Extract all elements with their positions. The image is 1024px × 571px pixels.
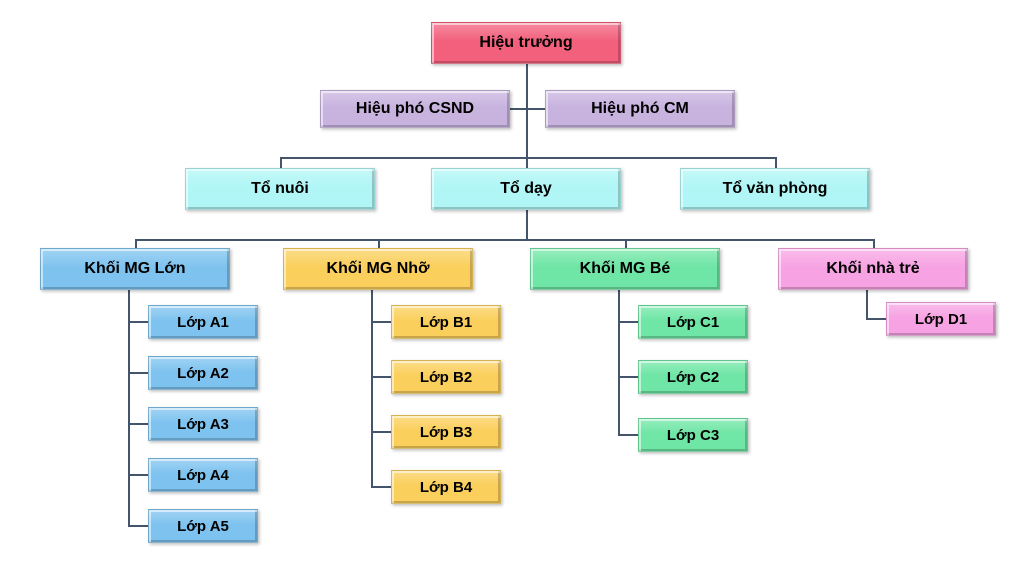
connector-line xyxy=(135,239,873,241)
node-lop-c2: Lớp C2 xyxy=(638,360,748,394)
connector-line xyxy=(618,290,620,435)
connector-line xyxy=(280,157,775,159)
connector-line xyxy=(128,321,148,323)
node-khoi-nha-tre: Khối nhà trẻ xyxy=(778,248,968,290)
node-lop-a2: Lớp A2 xyxy=(148,356,258,390)
connector-line xyxy=(371,321,391,323)
connector-line xyxy=(526,210,528,240)
connector-line xyxy=(618,321,638,323)
connector-line xyxy=(128,372,148,374)
node-khoi-mg-nho: Khối MG Nhỡ xyxy=(283,248,473,290)
node-lop-a3: Lớp A3 xyxy=(148,407,258,441)
connector-line xyxy=(128,525,148,527)
node-hieu-truong: Hiệu trưởng xyxy=(431,22,621,64)
node-khoi-mg-be: Khối MG Bé xyxy=(530,248,720,290)
connector-line xyxy=(135,239,137,248)
connector-line xyxy=(866,290,868,319)
node-lop-b2: Lớp B2 xyxy=(391,360,501,394)
node-to-nuoi: Tổ nuôi xyxy=(185,168,375,210)
connector-line xyxy=(371,290,373,487)
connector-line xyxy=(280,157,282,168)
node-hieu-pho-csnd: Hiệu phó CSND xyxy=(320,90,510,128)
connector-line xyxy=(128,474,148,476)
connector-line xyxy=(775,157,777,168)
node-to-van-phong: Tổ văn phòng xyxy=(680,168,870,210)
connector-line xyxy=(378,239,380,248)
node-lop-c3: Lớp C3 xyxy=(638,418,748,452)
node-khoi-mg-lon: Khối MG Lớn xyxy=(40,248,230,290)
connector-line xyxy=(618,434,638,436)
node-lop-b4: Lớp B4 xyxy=(391,470,501,504)
node-hieu-pho-cm: Hiệu phó CM xyxy=(545,90,735,128)
connector-line xyxy=(371,486,391,488)
node-lop-a5: Lớp A5 xyxy=(148,509,258,543)
node-lop-a1: Lớp A1 xyxy=(148,305,258,339)
connector-line xyxy=(128,290,130,526)
node-to-day: Tổ dạy xyxy=(431,168,621,210)
connector-line xyxy=(866,318,886,320)
connector-line xyxy=(128,423,148,425)
node-lop-b3: Lớp B3 xyxy=(391,415,501,449)
connector-line xyxy=(510,108,545,110)
node-lop-b1: Lớp B1 xyxy=(391,305,501,339)
connector-line xyxy=(618,376,638,378)
connector-line xyxy=(371,431,391,433)
connector-line xyxy=(526,64,528,168)
node-lop-a4: Lớp A4 xyxy=(148,458,258,492)
connector-line xyxy=(873,239,875,248)
connector-line xyxy=(371,376,391,378)
node-lop-c1: Lớp C1 xyxy=(638,305,748,339)
node-lop-d1: Lớp D1 xyxy=(886,302,996,336)
connector-line xyxy=(625,239,627,248)
